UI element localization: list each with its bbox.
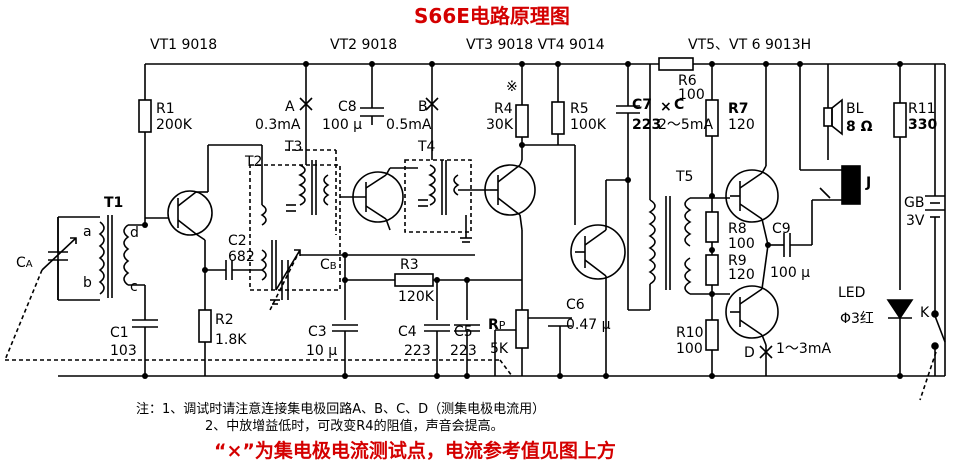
note-line-1: 注：1、调试时请注意连接集电极回路A、B、C、D（测集电极电流用） bbox=[136, 402, 546, 417]
label-r10-name: R10 bbox=[676, 325, 704, 341]
label-c6-name: C6 bbox=[566, 297, 585, 313]
label-test-point-a-current: 0.3mA bbox=[255, 117, 301, 133]
label-vt5-vt6: VT5、VT 6 9013H bbox=[688, 37, 812, 53]
label-c9-value: 100 μ bbox=[770, 265, 811, 281]
label-t2: T2 bbox=[245, 154, 263, 170]
label-rp-name: RP bbox=[488, 317, 506, 333]
label-led-name: LED bbox=[838, 285, 866, 301]
label-ca: CA bbox=[16, 255, 33, 271]
label-c5-value: 223 bbox=[450, 343, 477, 359]
label-r9-value: 120 bbox=[728, 267, 755, 283]
transformer-t1 bbox=[98, 215, 145, 298]
label-test-point-d-current: 1～3mA bbox=[776, 341, 832, 357]
vt2-stage bbox=[299, 64, 475, 376]
label-c7-value: 223 bbox=[632, 117, 662, 133]
label-c8-name: C8 bbox=[338, 99, 357, 115]
label-t5: T5 bbox=[676, 169, 694, 185]
label-r5-name: R5 bbox=[570, 101, 589, 117]
label-t1-d: d bbox=[130, 225, 139, 241]
label-vt2: VT2 9018 bbox=[330, 37, 398, 53]
power-section bbox=[886, 64, 946, 376]
label-c9-name: C9 bbox=[772, 221, 791, 237]
label-c1-value: 103 bbox=[110, 343, 137, 359]
push-pull-stage bbox=[690, 64, 813, 376]
label-r3-value: 120K bbox=[398, 289, 434, 305]
note-line-2: 2、中放增益低时，可改变R4的阻值，声音会提高。 bbox=[205, 419, 504, 434]
label-r3-name: R3 bbox=[400, 257, 419, 273]
label-c1-name: C1 bbox=[110, 325, 129, 341]
label-test-point-c: C bbox=[674, 97, 685, 113]
label-c4-name: C4 bbox=[398, 324, 417, 340]
label-t1-b: b bbox=[83, 275, 92, 291]
label-test-point-d: D bbox=[744, 345, 755, 361]
label-bl-name: BL bbox=[846, 101, 864, 117]
label-t1-c: c bbox=[130, 279, 138, 295]
label-r6-name: R6 bbox=[678, 73, 697, 89]
output-transformer-t5 bbox=[616, 57, 694, 311]
label-r8-name: R8 bbox=[728, 221, 747, 237]
label-gb-name: GB bbox=[904, 195, 925, 211]
oscillator-coils bbox=[249, 149, 341, 305]
label-test-point-b-current: 0.5mA bbox=[386, 117, 432, 133]
label-test-point-c-mark: × bbox=[660, 99, 672, 115]
junction-dots bbox=[142, 61, 903, 379]
label-r6-value: 100 bbox=[678, 87, 705, 103]
label-bl-value: 8 Ω bbox=[846, 119, 873, 135]
label-led-value: Φ3红 bbox=[840, 311, 874, 327]
label-cb: CB bbox=[320, 257, 337, 273]
label-r7-value: 120 bbox=[728, 117, 755, 133]
label-t1-a: a bbox=[83, 224, 92, 240]
label-r1-name: R1 bbox=[156, 101, 175, 117]
label-r9-name: R9 bbox=[728, 253, 747, 269]
vt3-stage bbox=[484, 64, 576, 376]
label-jack: J bbox=[866, 175, 872, 191]
label-r7-name: R7 bbox=[728, 101, 749, 117]
label-r10-value: 100 bbox=[676, 341, 703, 357]
ganged-tuning-link bbox=[4, 249, 937, 401]
label-r2-value: 1.8K bbox=[215, 332, 247, 348]
label-rp-value: 5K bbox=[490, 341, 509, 357]
label-c2-name: C2 bbox=[228, 233, 247, 249]
label-test-point-c-current: 2～5mA bbox=[658, 117, 714, 133]
label-r4-mark: ※ bbox=[506, 79, 518, 95]
label-t3: T3 bbox=[285, 139, 303, 155]
label-c4-value: 223 bbox=[404, 343, 431, 359]
label-c2-value: 682 bbox=[228, 249, 255, 265]
label-r2-name: R2 bbox=[215, 312, 234, 328]
label-c3-name: C3 bbox=[308, 324, 327, 340]
vt4-stage bbox=[528, 64, 628, 376]
power-rails bbox=[58, 63, 946, 377]
label-test-point-b: B bbox=[418, 99, 428, 115]
label-vt3-vt4: VT3 9018 VT4 9014 bbox=[466, 37, 605, 53]
label-r4-value: 30K bbox=[486, 117, 513, 133]
label-c3-value: 10 μ bbox=[306, 343, 338, 359]
label-r8-value: 100 bbox=[728, 236, 755, 252]
tuning-capacitor-ca bbox=[41, 216, 100, 301]
label-switch-k: K bbox=[920, 305, 930, 321]
diagram-title: S66E电路原理图 bbox=[414, 4, 570, 28]
footer-note: “×”为集电极电流测试点，电流参考值见图上方 bbox=[214, 440, 616, 462]
label-gb-value: 3V bbox=[906, 213, 925, 229]
label-t4: T4 bbox=[418, 139, 436, 155]
label-test-point-a: A bbox=[285, 99, 295, 115]
label-r4-name: R4 bbox=[494, 101, 513, 117]
label-c7-name: C7 bbox=[632, 97, 653, 113]
transformer-t4 bbox=[404, 64, 490, 243]
label-r11-value: 330 bbox=[908, 117, 938, 133]
label-vt1: VT1 9018 bbox=[150, 37, 218, 53]
label-r1-value: 200K bbox=[156, 117, 192, 133]
label-c5-name: C5 bbox=[454, 324, 473, 340]
label-r5-value: 100K bbox=[570, 117, 606, 133]
vt1-stage bbox=[132, 64, 263, 376]
label-c8-value: 100 μ bbox=[322, 117, 363, 133]
label-c6-value: 0.47 μ bbox=[566, 317, 611, 333]
speaker-and-jack bbox=[799, 64, 861, 205]
label-r11-name: R11 bbox=[908, 101, 936, 117]
label-t1: T1 bbox=[104, 195, 124, 211]
agc-network bbox=[345, 273, 522, 376]
